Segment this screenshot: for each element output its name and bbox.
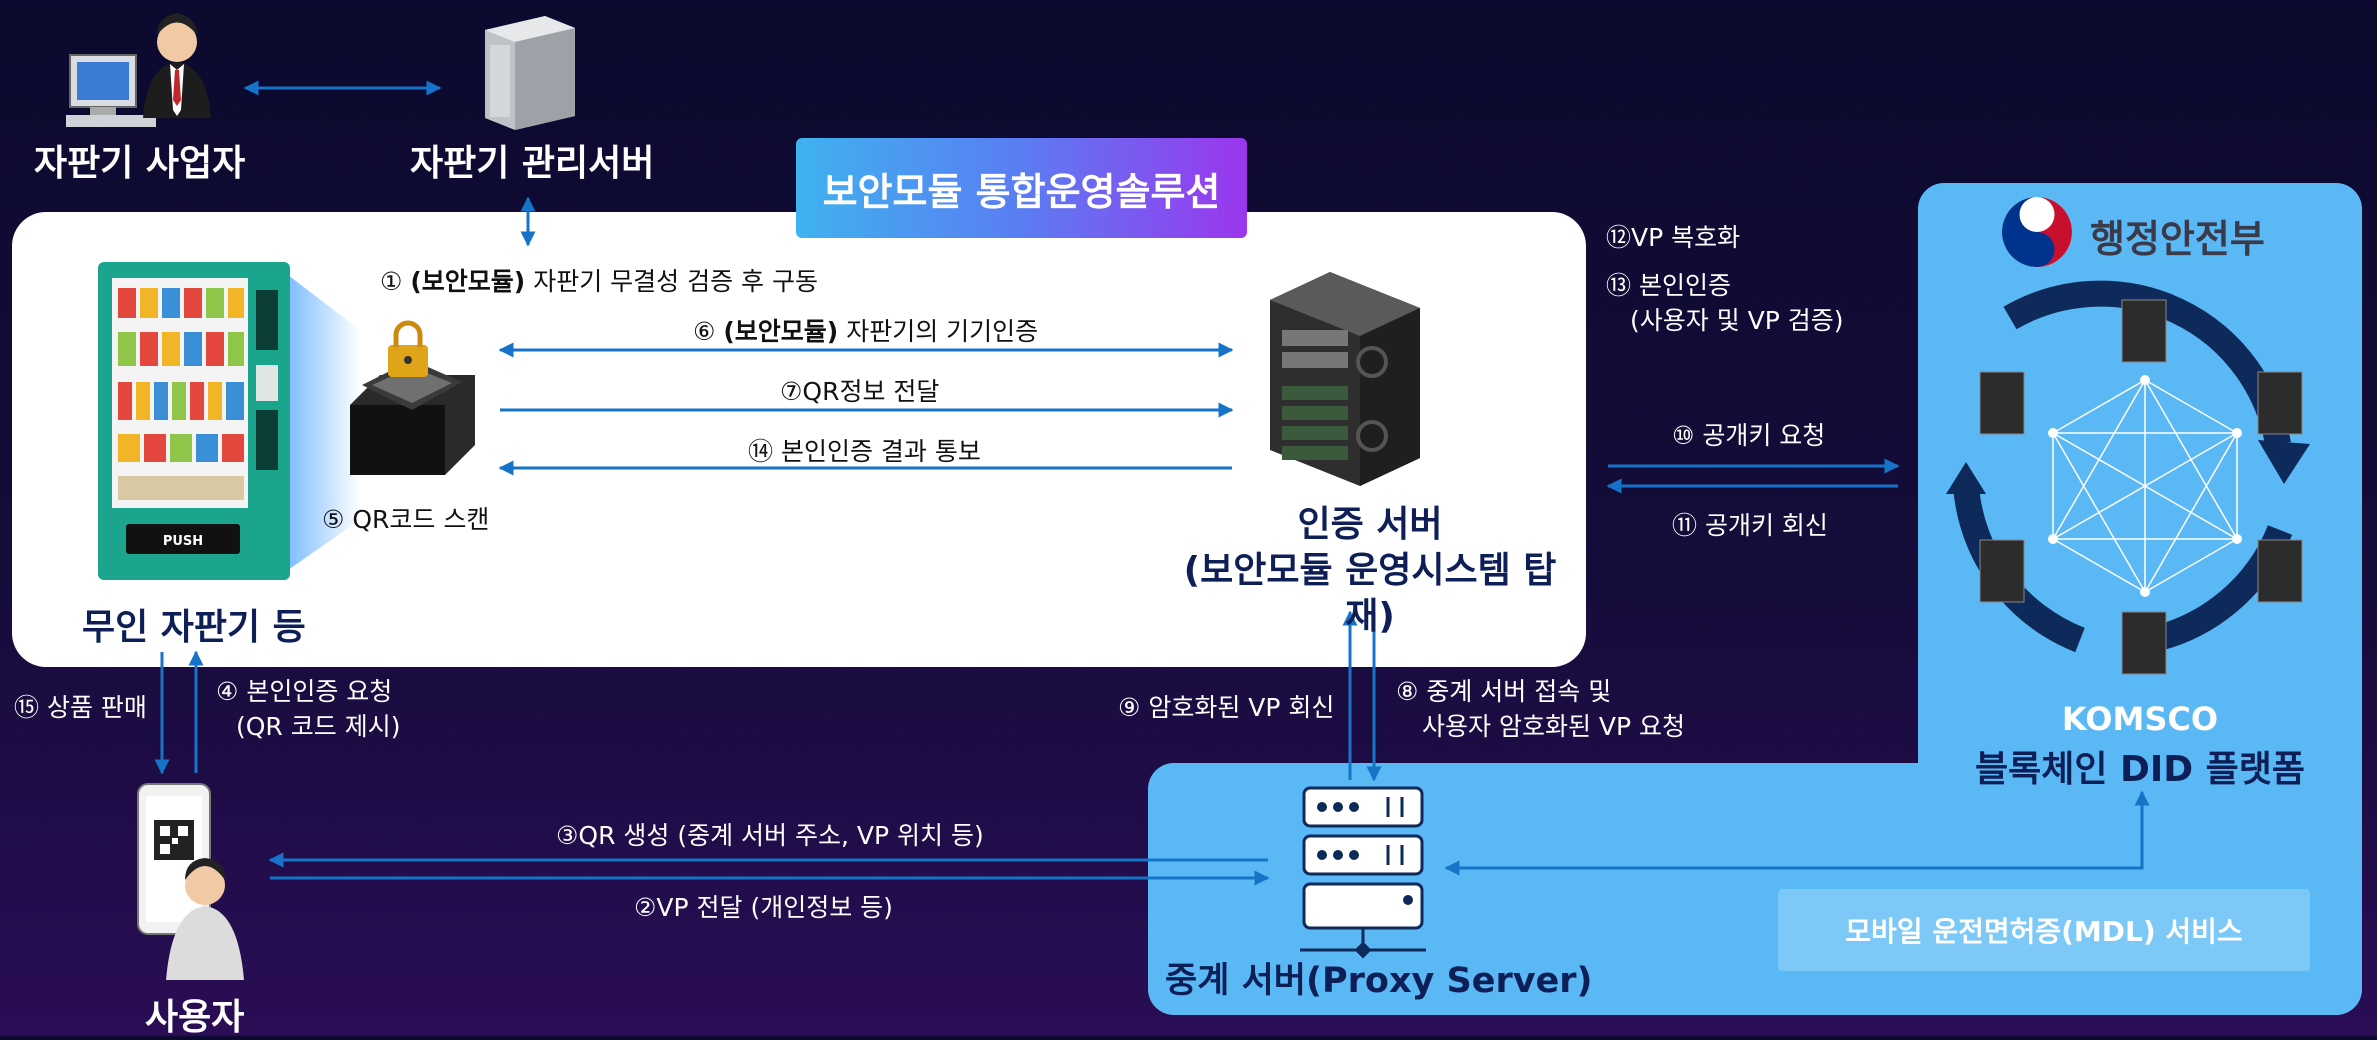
step-1-text: 자판기 무결성 검증 후 구동 xyxy=(533,267,818,296)
operator-label: 자판기 사업자 xyxy=(34,143,246,184)
operator-icon xyxy=(66,13,211,127)
step-7: ⑦QR정보 전달 xyxy=(780,377,940,406)
step-8-line1: ⑧ 중계 서버 접속 및 xyxy=(1396,677,1612,706)
auth-server-label: 인증 서버 (보안모듈 운영시스템 탑재) xyxy=(1160,502,1580,640)
did-platform-label: 블록체인 DID 플랫폼 xyxy=(1974,749,2306,790)
proxy-label: 중계 서버(Proxy Server) xyxy=(1165,961,1593,1001)
step-4-line1: ④ 본인인증 요청 xyxy=(216,677,393,706)
step-3: ③QR 생성 (중계 서버 주소, VP 위치 등) xyxy=(556,821,984,850)
step-12: ⑫VP 복호화 xyxy=(1606,223,1741,252)
step-10: ⑩ 공개키 요청 xyxy=(1672,421,1826,450)
step-4-line2: (QR 코드 제시) xyxy=(236,712,401,741)
step-6-text: 자판기의 기기인증 xyxy=(846,317,1039,346)
step-11: ⑪ 공개키 회신 xyxy=(1672,511,1828,540)
solution-title: 보안모듈 통합운영솔루션 xyxy=(796,138,1247,238)
step-14: ⑭ 본인인증 결과 통보 xyxy=(748,437,981,466)
admin-server-label: 자판기 관리서버 xyxy=(410,143,655,184)
did-network-icon xyxy=(1946,280,2310,675)
security-module-icon xyxy=(350,320,475,475)
komsco-label: KOMSCO xyxy=(2061,700,2219,738)
step-13: ⑬ 본인인증 (사용자 및 VP 검증) xyxy=(1606,268,1844,338)
user-label: 사용자 xyxy=(145,997,245,1038)
auth-server-label-line1: 인증 서버 xyxy=(1297,504,1443,545)
step-6-num: ⑥ xyxy=(693,317,716,346)
step-8-line2: 사용자 암호화된 VP 요청 xyxy=(1422,712,1686,741)
step-2: ②VP 전달 (개인정보 등) xyxy=(634,893,893,922)
ministry-label: 행정안전부 xyxy=(2090,217,2265,261)
vending-label: 무인 자판기 등 xyxy=(82,607,306,648)
step-1-num: ① xyxy=(380,267,403,296)
step-9: ⑨ 암호화된 VP 회신 xyxy=(1118,693,1335,722)
mdl-service-box: 모바일 운전면허증(MDL) 서비스 xyxy=(1778,889,2310,971)
user-phone-icon xyxy=(137,783,244,980)
step-6: ⑥ (보안모듈) 자판기의 기기인증 xyxy=(693,312,1038,348)
step-5: ⑤ QR코드 스캔 xyxy=(322,505,490,534)
step-13-line1: ⑬ 본인인증 xyxy=(1606,271,1731,300)
proxy-server-icon xyxy=(1300,786,1426,959)
vending-machine-icon xyxy=(98,262,360,580)
auth-server-icon xyxy=(1270,272,1420,486)
step-8: ⑧ 중계 서버 접속 및 사용자 암호화된 VP 요청 xyxy=(1396,674,1685,744)
step-13-line2: (사용자 및 VP 검증) xyxy=(1630,306,1844,335)
step-1: ① (보안모듈) 자판기 무결성 검증 후 구동 xyxy=(380,262,818,298)
step-6-bold: (보안모듈) xyxy=(723,317,839,346)
admin-server-icon xyxy=(485,16,575,130)
step-1-bold: (보안모듈) xyxy=(410,267,526,296)
vending-push-label: PUSH xyxy=(163,534,203,549)
auth-server-label-line2: (보안모듈 운영시스템 탑재) xyxy=(1183,550,1557,637)
step-4: ④ 본인인증 요청 (QR 코드 제시) xyxy=(216,674,400,744)
step-15: ⑮ 상품 판매 xyxy=(14,693,147,722)
ministry-emblem-icon xyxy=(2002,197,2072,267)
